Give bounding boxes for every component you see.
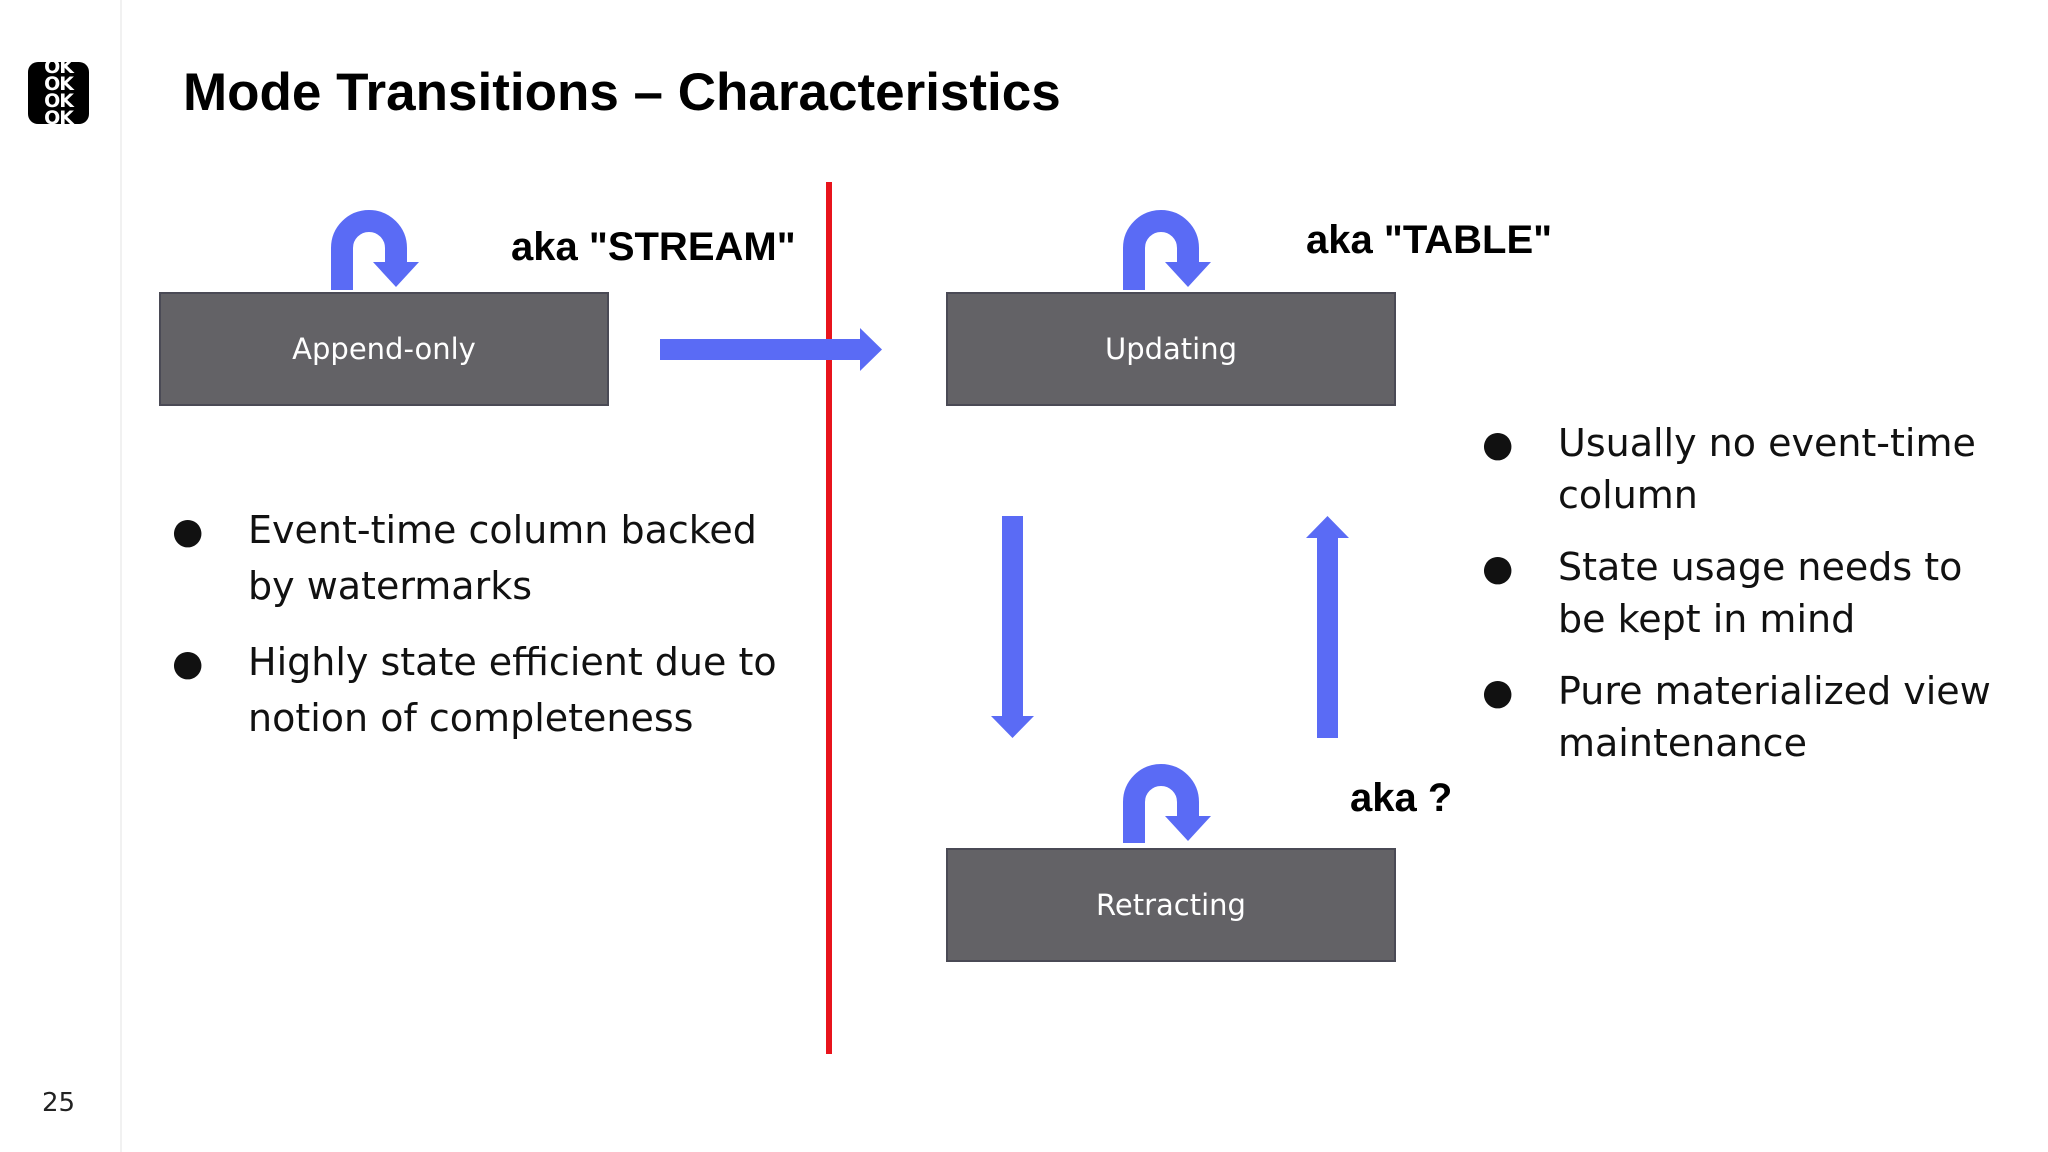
updating-aka-label: aka "TABLE" <box>1306 218 1553 262</box>
bullet-icon: ● <box>172 643 204 684</box>
append-to-updating-arrow-icon <box>660 328 882 371</box>
bullet-icon: ● <box>1482 548 1514 589</box>
retracting-aka-label: aka ? <box>1350 776 1453 820</box>
bullet-text: Pure materialized view maintenance <box>1558 669 1991 765</box>
append-only-self-loop-icon <box>331 210 419 290</box>
append-only-characteristics-list: ● Event-time column backed by watermarks… <box>172 502 808 766</box>
bullet-text: State usage needs to be kept in mind <box>1558 545 1963 641</box>
retracting-self-loop-icon <box>1123 764 1211 843</box>
updating-to-retracting-arrow-icon <box>991 516 1034 738</box>
ok-logo-icon: OK OK OK OK <box>28 62 89 124</box>
list-item: ● Pure materialized view maintenance <box>1482 665 2018 769</box>
retracting-mode-box: Retracting <box>946 848 1396 962</box>
logo-line: OK <box>44 62 74 78</box>
page-number: 25 <box>42 1088 76 1118</box>
bullet-text: Highly state efficient due to notion of … <box>248 640 777 740</box>
retracting-to-updating-arrow-icon <box>1306 516 1349 738</box>
list-item: ● Highly state efficient due to notion o… <box>172 634 808 746</box>
updating-self-loop-icon <box>1123 210 1211 290</box>
page-title: Mode Transitions – Characteristics <box>183 63 1061 122</box>
updating-label: Updating <box>1104 332 1238 366</box>
list-item: ● State usage needs to be kept in mind <box>1482 541 2018 645</box>
bullet-text: Event-time column backed by watermarks <box>248 508 757 608</box>
retracting-label: Retracting <box>1096 888 1246 922</box>
list-item: ● Event-time column backed by watermarks <box>172 502 808 614</box>
append-only-aka-label: aka "STREAM" <box>511 225 796 269</box>
bullet-icon: ● <box>172 511 204 552</box>
append-only-label: Append-only <box>292 332 476 366</box>
bullet-icon: ● <box>1482 424 1514 465</box>
list-item: ● Usually no event-time column <box>1482 417 2018 521</box>
logo-line: OK <box>44 107 74 125</box>
append-only-mode-box: Append-only <box>159 292 609 406</box>
updating-characteristics-list: ● Usually no event-time column ● State u… <box>1482 417 2018 789</box>
sidebar-divider <box>120 0 122 1152</box>
bullet-text: Usually no event-time column <box>1558 421 1976 517</box>
logo-line: OK <box>44 90 74 112</box>
bullet-icon: ● <box>1482 672 1514 713</box>
logo-line: OK <box>44 73 74 95</box>
updating-mode-box: Updating <box>946 292 1396 406</box>
